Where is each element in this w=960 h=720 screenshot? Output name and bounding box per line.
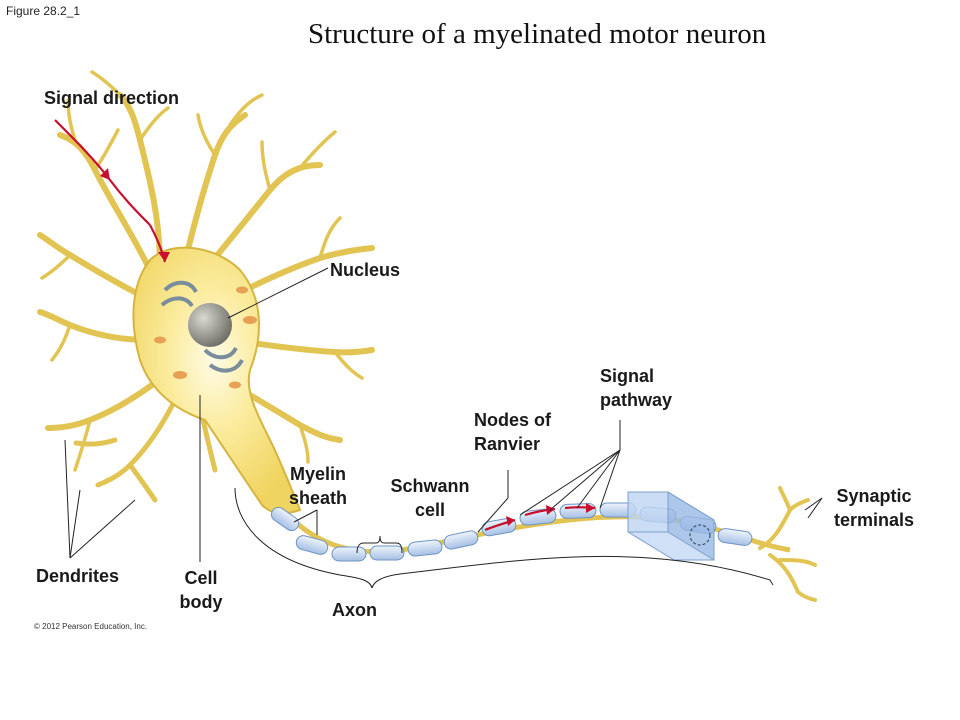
label-nodes-of-ranvier: Nodes of Ranvier <box>474 408 551 456</box>
label-nodes-line1: Nodes of <box>474 410 552 430</box>
label-signal-pathway-line1: Signal <box>600 366 655 386</box>
leader-lines <box>64 267 823 589</box>
label-cell-body-line1: Cell <box>184 568 218 588</box>
organelles <box>154 280 257 389</box>
nucleus-shape <box>188 303 232 347</box>
label-signal-pathway: Signal pathway <box>600 364 672 412</box>
label-synaptic-terminals: Synaptic terminals <box>822 484 926 532</box>
label-synaptic-line1: Synaptic <box>836 486 912 506</box>
cell-body-shape <box>132 246 302 515</box>
label-synaptic-line2: terminals <box>833 510 915 530</box>
signal-arrows <box>54 119 596 532</box>
label-schwann-cell: Schwann cell <box>378 474 482 522</box>
label-myelin-line1: Myelin <box>289 464 346 484</box>
dendrites <box>37 70 375 503</box>
label-myelin-line2: sheath <box>288 488 348 508</box>
copyright-notice: © 2012 Pearson Education, Inc. <box>34 622 148 631</box>
label-schwann-line1: Schwann <box>390 476 470 496</box>
label-myelin-sheath: Myelin sheath <box>282 462 354 510</box>
label-signal-direction: Signal direction <box>44 88 180 108</box>
label-dendrites: Dendrites <box>36 566 120 586</box>
figure-label: Figure 28.2_1 <box>6 4 81 18</box>
synaptic-terminals-shape <box>758 486 817 602</box>
label-nodes-line2: Ranvier <box>474 434 541 454</box>
schwann-cell-box <box>627 491 715 561</box>
label-schwann-line2: cell <box>414 500 446 520</box>
label-cell-body-line2: body <box>179 592 223 612</box>
label-axon: Axon <box>332 600 377 620</box>
label-nucleus: Nucleus <box>330 260 401 280</box>
label-signal-pathway-line2: pathway <box>600 390 673 410</box>
diagram-title: Structure of a myelinated motor neuron <box>308 18 767 50</box>
label-cell-body: Cell body <box>170 566 232 614</box>
